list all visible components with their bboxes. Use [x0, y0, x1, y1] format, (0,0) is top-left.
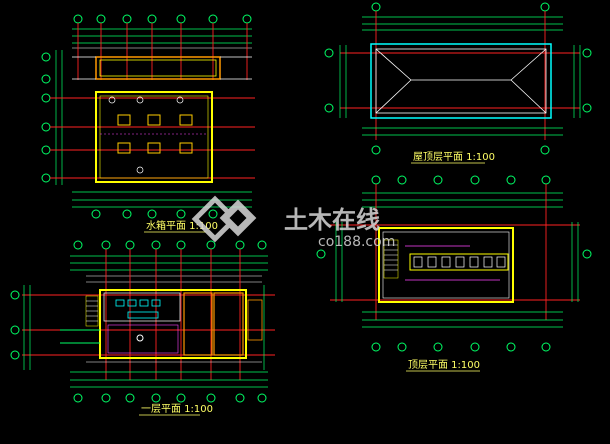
top-floor-axis-bubbles-bottom	[371, 342, 551, 352]
first-floor-axis-bubbles-left	[10, 290, 20, 360]
top-floor-axis-bubbles-side	[316, 249, 592, 259]
watermark-en: co188.com	[318, 234, 395, 250]
water-tank-vertical-axes	[77, 23, 248, 80]
roof-axis-bubbles-bottom	[371, 145, 550, 155]
roof-plan-title: 屋顶层平面 1:100	[413, 151, 495, 163]
equipment-pads	[117, 114, 193, 154]
tank-upper-inner	[99, 59, 217, 77]
watermark-logo-icon	[191, 195, 257, 243]
first-floor-stair	[85, 295, 99, 327]
tank-upper-wall	[95, 56, 221, 80]
first-floor-plan: 一层平面 1:100	[10, 240, 275, 416]
first-floor-plan-title: 一层平面 1:100	[141, 403, 213, 415]
first-floor-equipment	[115, 299, 161, 319]
roof-axis-bubbles-right	[582, 48, 592, 113]
top-floor-plan-title: 顶层平面 1:100	[408, 359, 480, 371]
water-tank-plan: 水箱平面 1:100	[41, 14, 255, 233]
water-tank-dimensions-top	[72, 28, 252, 49]
first-floor-axis-bubbles-bottom	[73, 393, 267, 403]
room-right-1	[183, 292, 213, 356]
roof-axis-bubbles-left	[324, 48, 334, 113]
watermark: 土木在线 co188.com	[191, 195, 395, 250]
watermark-cn: 土木在线	[284, 206, 380, 234]
water-tank-axis-bubbles-bottom	[91, 209, 218, 219]
first-floor-outer-wall	[99, 289, 247, 359]
top-floor-stair	[383, 239, 399, 279]
roof-hip-lines	[375, 48, 547, 114]
machine-row	[409, 253, 509, 271]
tank-room-wall	[95, 91, 213, 183]
roof-outline	[370, 43, 552, 119]
top-floor-plan: 顶层平面 1:100	[316, 175, 592, 372]
top-floor-outer-wall	[378, 227, 514, 303]
roof-plan: 屋顶层平面 1:100	[324, 2, 592, 164]
room-right-2	[213, 292, 244, 356]
